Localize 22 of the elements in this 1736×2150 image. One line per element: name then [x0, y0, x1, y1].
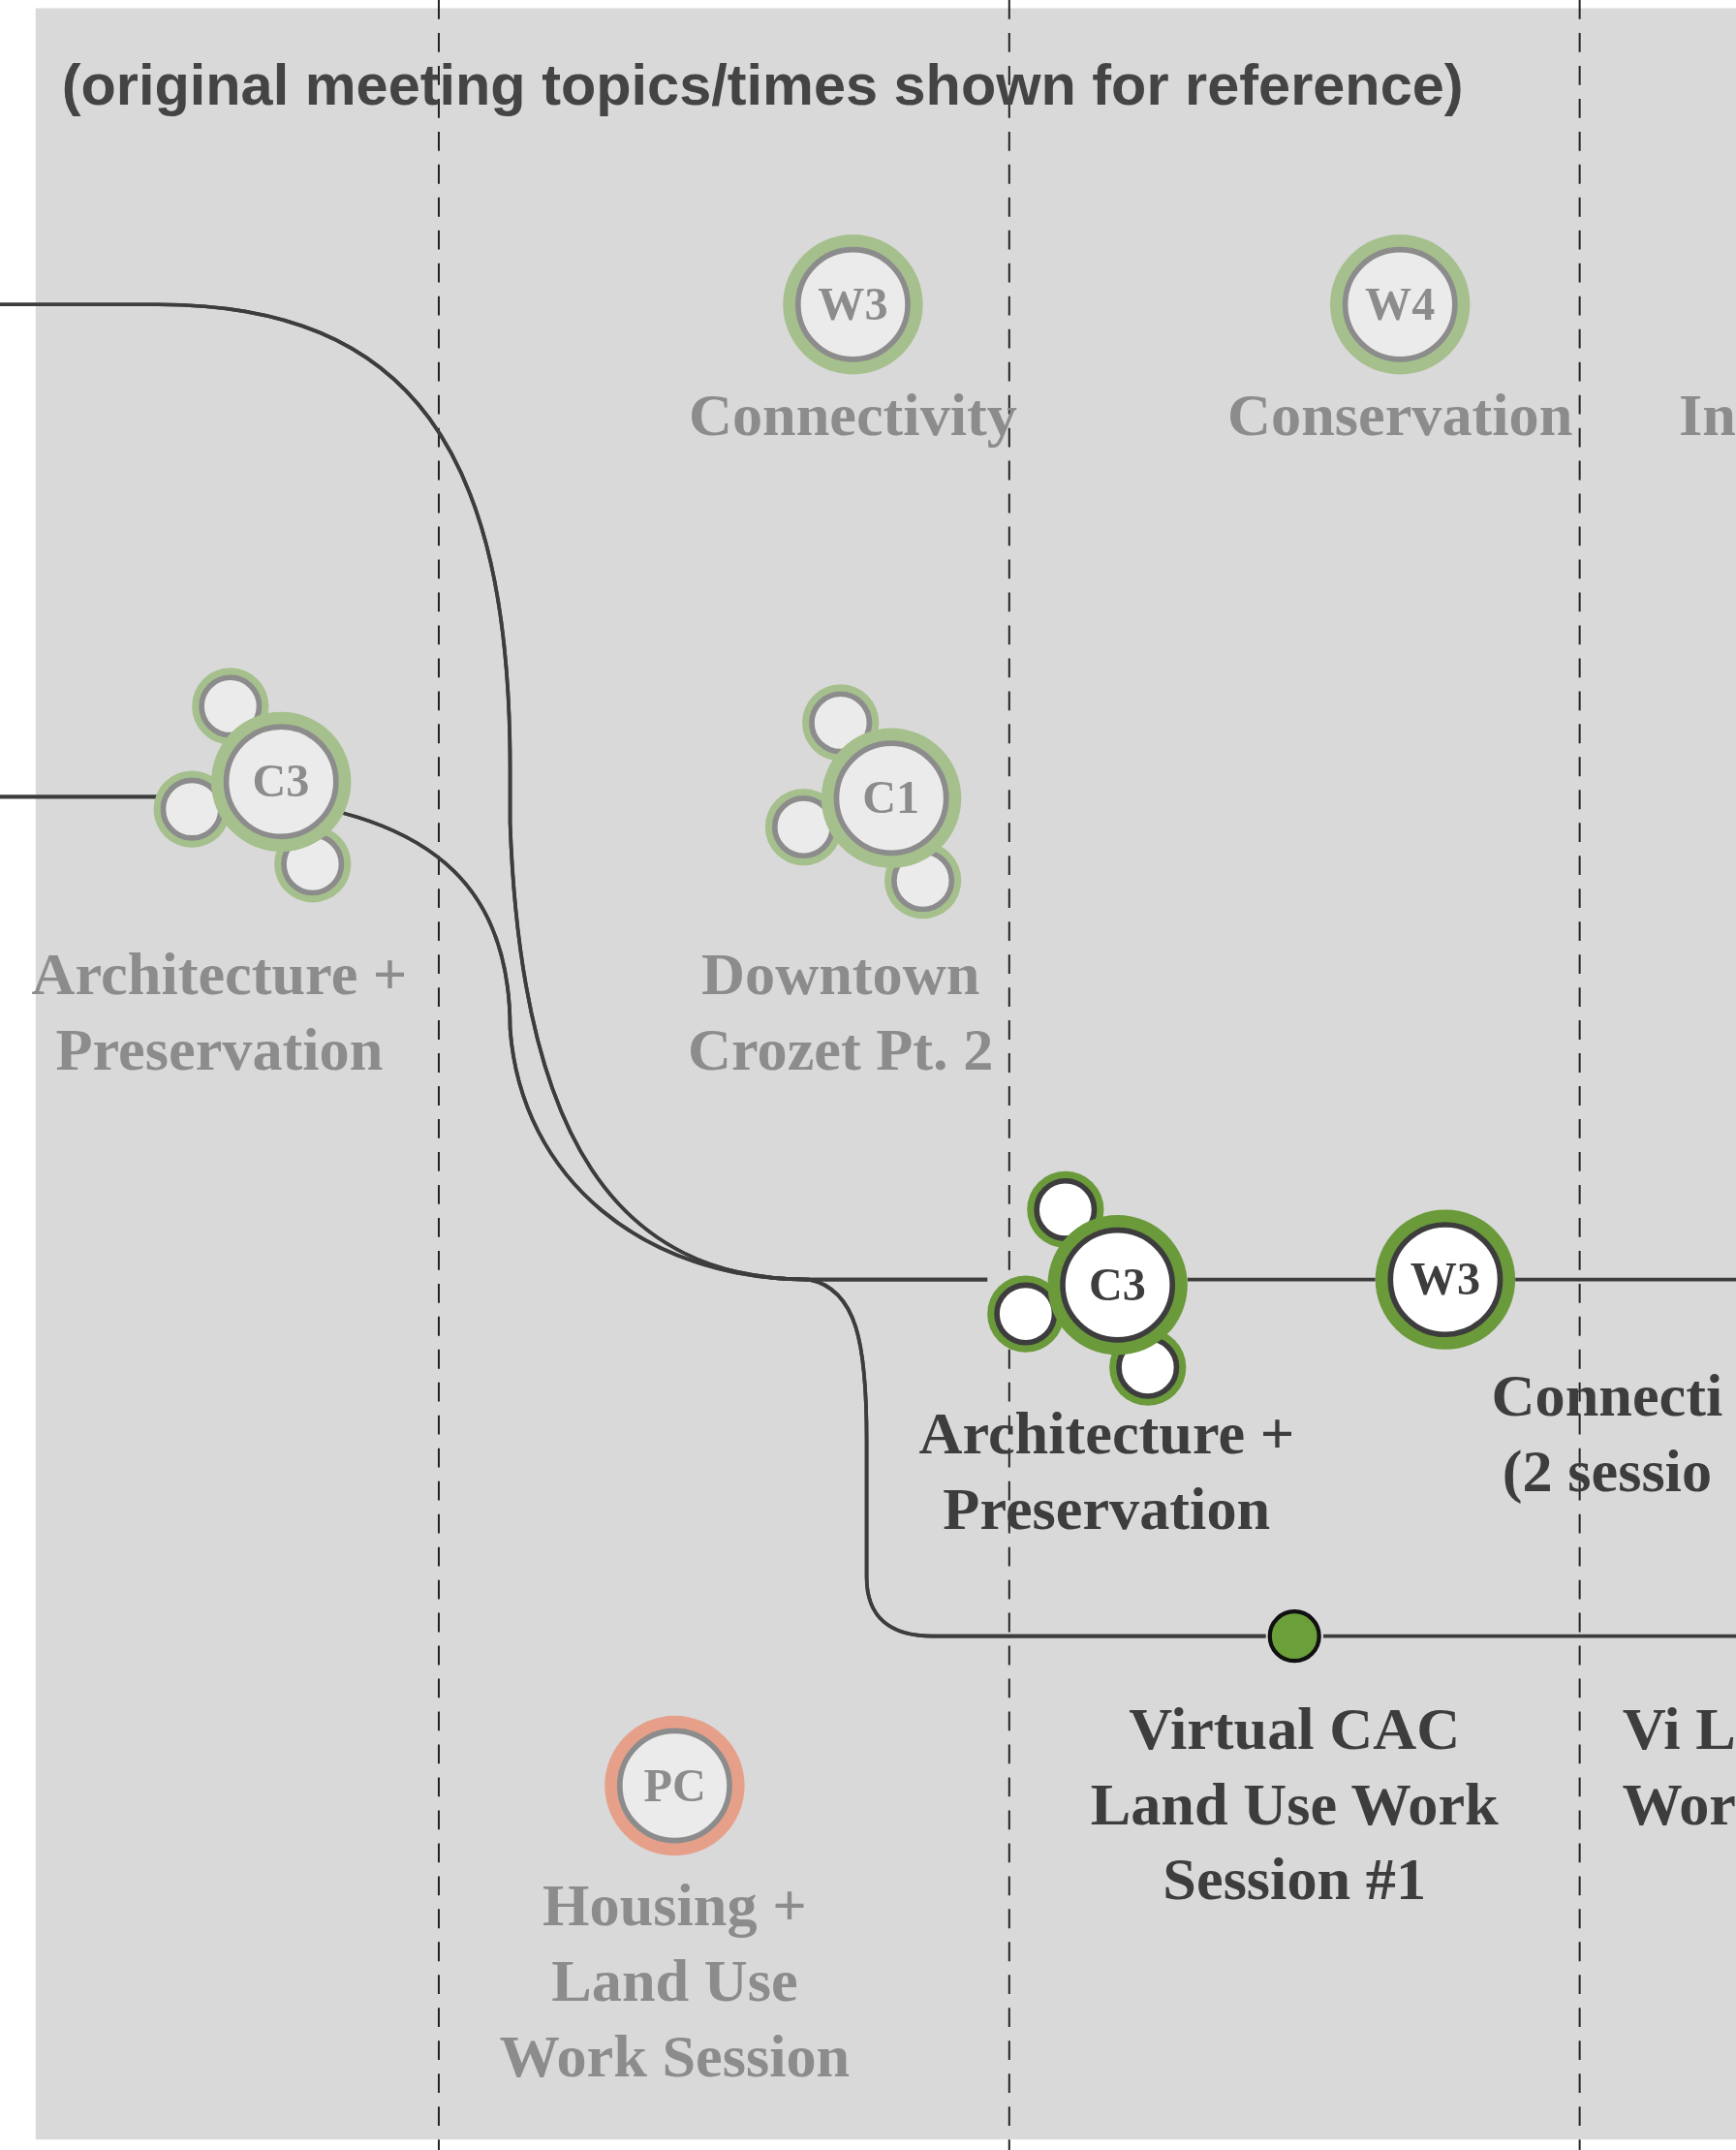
topic-label: Architecture + Preservation	[30, 940, 409, 1086]
timeline-line	[1515, 1277, 1736, 1282]
title: (original meeting topics/times shown for reference)	[61, 51, 1464, 118]
topic-label: Connectivity	[687, 380, 1018, 451]
topic-label: Downtown Crozet Pt. 2	[687, 940, 995, 1086]
meeting-code: W4	[1365, 281, 1436, 328]
meeting-code: W3	[818, 281, 888, 328]
topic-label: Housing + Land Use Work Session	[498, 1871, 852, 2093]
meeting-code: C1	[862, 774, 920, 822]
timeline-line	[1322, 1634, 1736, 1638]
topic-label: Architecture + Preservation	[917, 1399, 1296, 1545]
topic-label: Conservation	[1226, 380, 1574, 451]
meeting-code: PC	[643, 1761, 706, 1809]
meeting-code: W3	[1410, 1256, 1480, 1303]
topic-label: Vi L Wor	[1622, 1694, 1736, 1840]
timeline-line	[0, 795, 1266, 1638]
timeline-line	[1187, 1277, 1376, 1282]
topic-label: In	[1679, 380, 1736, 451]
meeting-code: C3	[1088, 1262, 1146, 1309]
meeting-code: C3	[252, 758, 310, 805]
topic-label: Virtual CAC Land Use Work Session #1	[1089, 1694, 1500, 1916]
topic-label: Connecti (2 sessio	[1490, 1360, 1724, 1507]
